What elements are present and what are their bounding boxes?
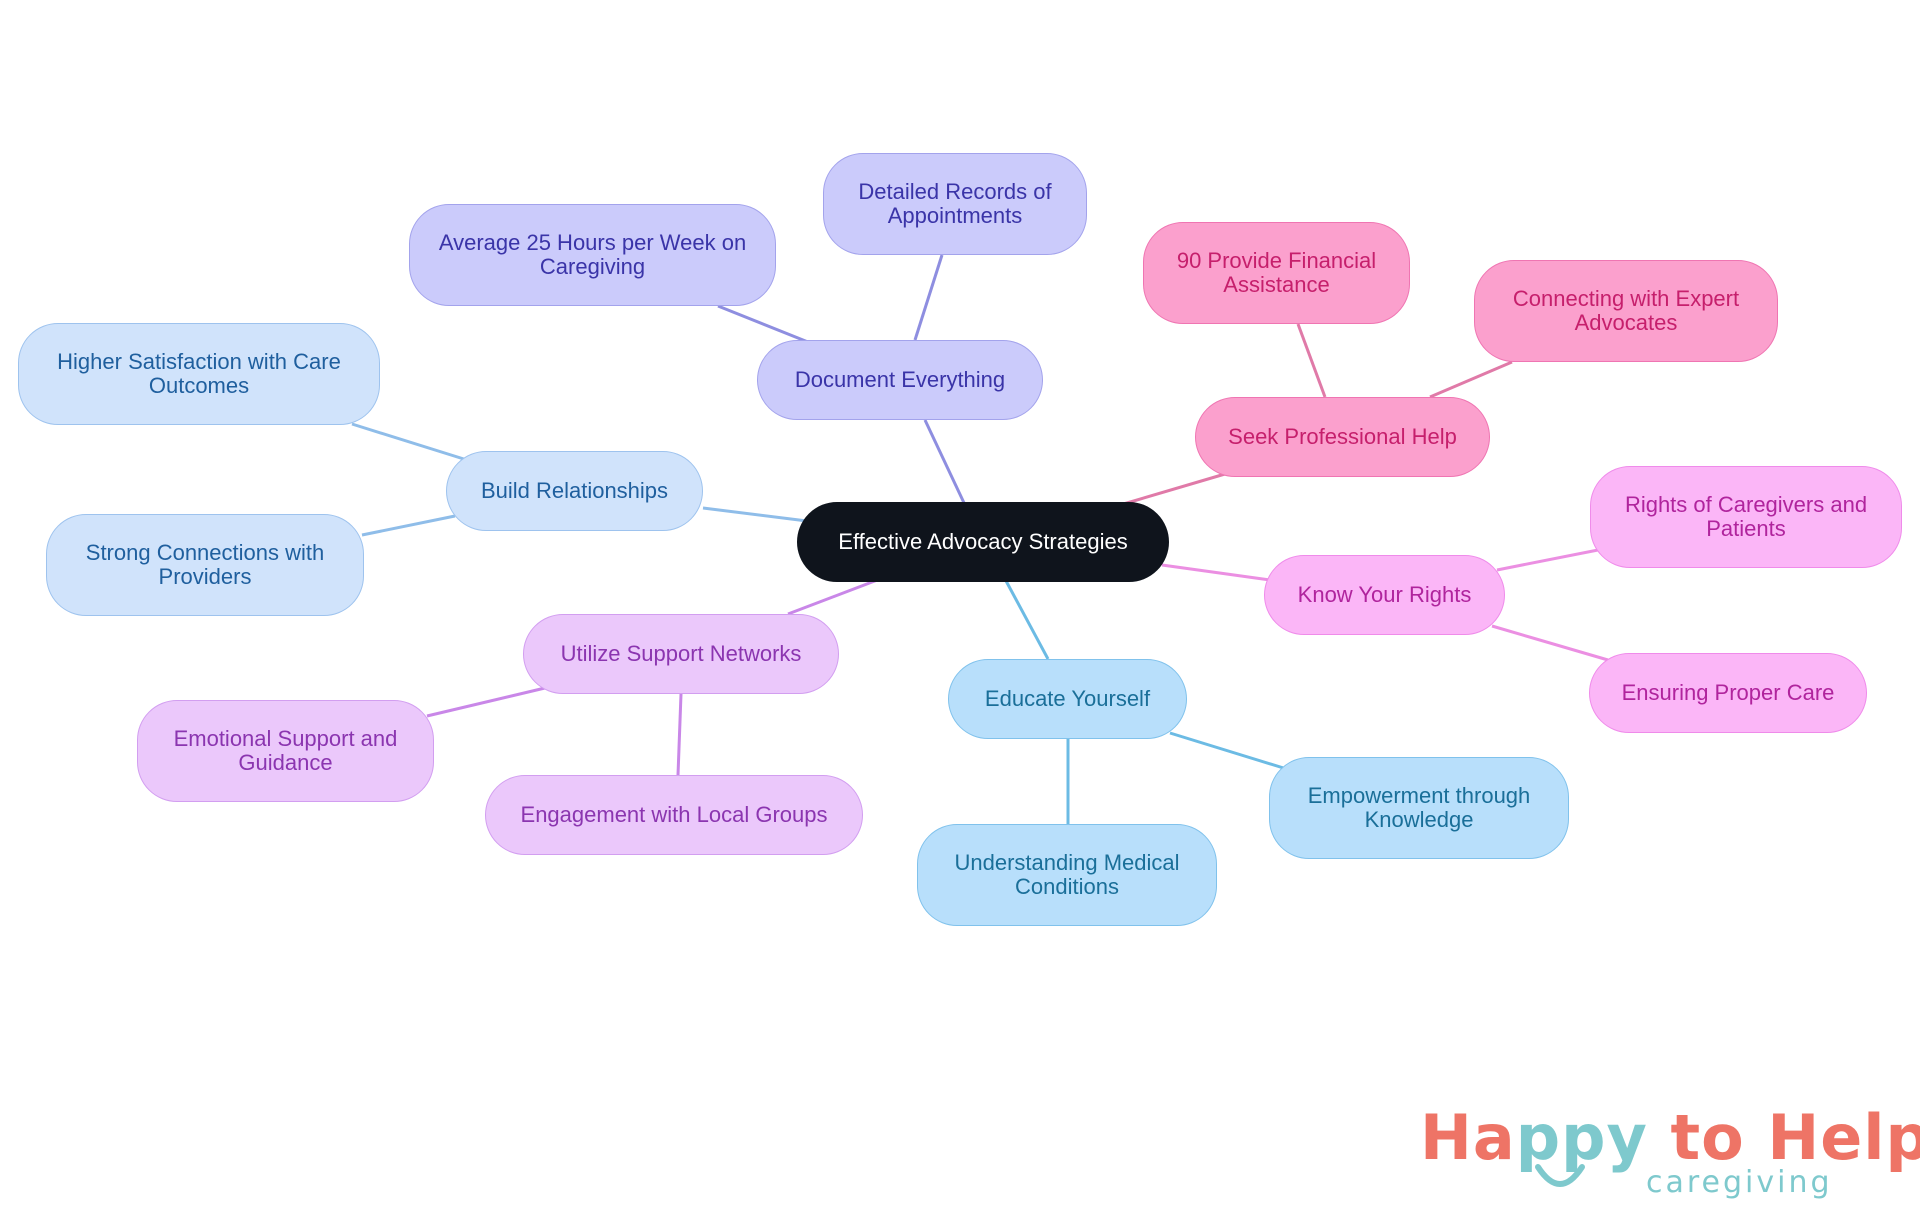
- leaf-expert-advocates[interactable]: Connecting with Expert Advocates: [1474, 260, 1778, 362]
- leaf-label: Engagement with Local Groups: [520, 802, 828, 827]
- branch-utilize-support-networks[interactable]: Utilize Support Networks: [523, 614, 839, 694]
- branch-label: Document Everything: [794, 367, 1006, 392]
- branch-document-everything[interactable]: Document Everything: [757, 340, 1043, 420]
- leaf-label: Understanding Medical Conditions: [954, 850, 1180, 899]
- connector-line: [1429, 360, 1513, 399]
- leaf-average-hours[interactable]: Average 25 Hours per Week on Caregiving: [409, 204, 776, 306]
- leaf-understanding-medical[interactable]: Understanding Medical Conditions: [917, 824, 1217, 926]
- branch-label: Build Relationships: [480, 478, 669, 503]
- logo-title: Happy to Help: [1420, 1101, 1920, 1174]
- leaf-detailed-records[interactable]: Detailed Records of Appointments: [823, 153, 1087, 255]
- branch-educate-yourself[interactable]: Educate Yourself: [948, 659, 1187, 739]
- connector-line: [1169, 731, 1291, 772]
- connector-line: [1496, 548, 1599, 572]
- leaf-label: Higher Satisfaction with Care Outcomes: [57, 349, 341, 398]
- leaf-label: Empowerment through Knowledge: [1307, 783, 1531, 832]
- leaf-label: Detailed Records of Appointments: [858, 179, 1052, 228]
- leaf-higher-satisfaction[interactable]: Higher Satisfaction with Care Outcomes: [18, 323, 380, 425]
- connector-line: [702, 506, 816, 524]
- branch-build-relationships[interactable]: Build Relationships: [446, 451, 703, 531]
- connector-line: [351, 422, 468, 462]
- root-node[interactable]: Effective Advocacy Strategies: [797, 502, 1169, 582]
- logo-subtitle: caregiving: [1646, 1165, 1833, 1200]
- connector-line: [787, 577, 881, 616]
- leaf-emotional-support[interactable]: Emotional Support and Guidance: [137, 700, 434, 802]
- leaf-financial-assistance[interactable]: 90 Provide Financial Assistance: [1143, 222, 1410, 324]
- connector-line: [1296, 323, 1327, 398]
- leaf-label: Connecting with Expert Advocates: [1512, 286, 1740, 335]
- connector-line: [923, 419, 967, 506]
- smile-icon: [1535, 1164, 1585, 1187]
- leaf-label: Ensuring Proper Care: [1621, 680, 1835, 705]
- leaf-engagement-local-groups[interactable]: Engagement with Local Groups: [485, 775, 863, 855]
- leaf-ensuring-proper-care[interactable]: Ensuring Proper Care: [1589, 653, 1867, 733]
- connector-line: [1003, 578, 1050, 660]
- branch-label: Educate Yourself: [984, 686, 1151, 711]
- connector-line: [361, 514, 456, 537]
- connector-line: [676, 693, 683, 776]
- connector-line: [1491, 624, 1609, 662]
- happy-to-help-logo: Happy to Help caregiving: [1420, 1105, 1920, 1201]
- branch-know-your-rights[interactable]: Know Your Rights: [1264, 555, 1505, 635]
- root-label: Effective Advocacy Strategies: [838, 529, 1128, 554]
- leaf-label: Rights of Caregivers and Patients: [1624, 492, 1868, 541]
- leaf-label: Average 25 Hours per Week on Caregiving: [438, 230, 747, 279]
- leaf-empowerment-knowledge[interactable]: Empowerment through Knowledge: [1269, 757, 1569, 859]
- branch-label: Seek Professional Help: [1228, 424, 1457, 449]
- connector-line: [913, 254, 944, 341]
- branch-label: Know Your Rights: [1297, 582, 1472, 607]
- branch-seek-professional-help[interactable]: Seek Professional Help: [1195, 397, 1490, 477]
- branch-label: Utilize Support Networks: [560, 641, 802, 666]
- connector-line: [1119, 472, 1226, 507]
- leaf-strong-connections[interactable]: Strong Connections with Providers: [46, 514, 364, 616]
- connector-line: [1161, 563, 1271, 582]
- leaf-label: 90 Provide Financial Assistance: [1176, 248, 1377, 297]
- leaf-label: Strong Connections with Providers: [85, 540, 325, 589]
- leaf-rights-caregivers[interactable]: Rights of Caregivers and Patients: [1590, 466, 1902, 568]
- connector-line: [426, 686, 546, 718]
- leaf-label: Emotional Support and Guidance: [173, 726, 398, 775]
- connector-line: [717, 304, 809, 344]
